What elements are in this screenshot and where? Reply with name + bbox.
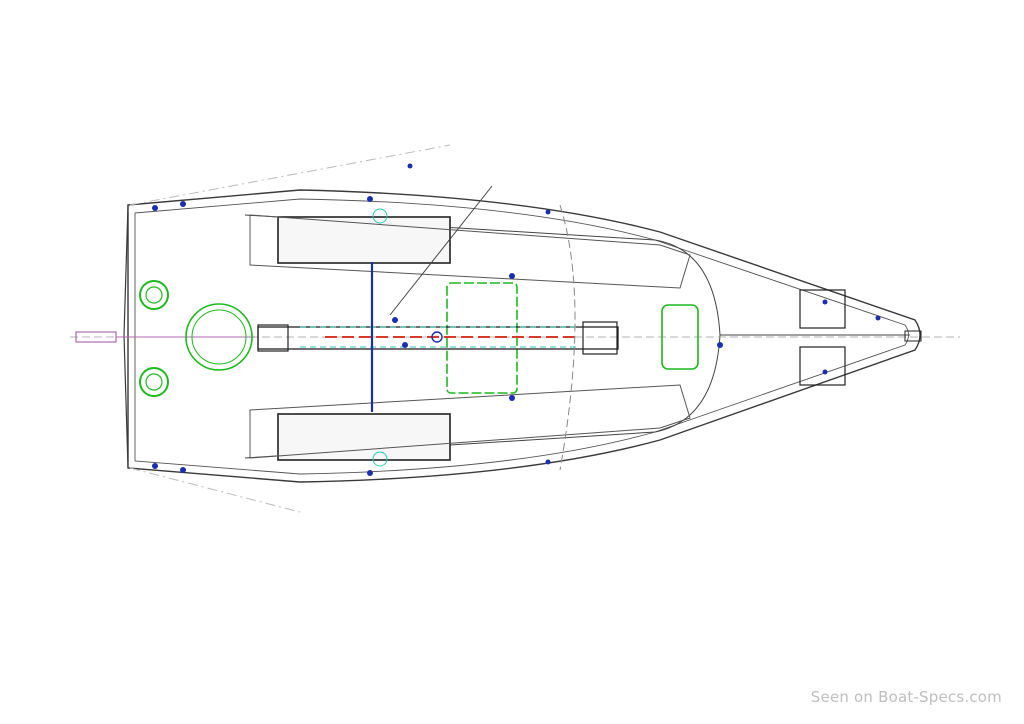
fitting-dot <box>180 201 186 207</box>
fitting-dot <box>402 342 408 348</box>
starboard-anchor-locker <box>799 346 846 386</box>
watermark: Seen on Boat-Specs.com <box>810 688 1002 706</box>
fitting-dot <box>152 205 158 211</box>
boom-line <box>389 185 493 316</box>
port-transom-hatch <box>139 280 169 310</box>
jib-sheet-line-port <box>129 144 451 206</box>
starboard-seat <box>277 413 451 461</box>
helm-area-inner-circle <box>191 309 247 365</box>
port-anchor-locker <box>799 289 846 329</box>
mast-step <box>431 331 443 343</box>
arc-port <box>559 204 576 471</box>
bow-fitting <box>904 330 922 342</box>
hull-outline <box>127 189 921 483</box>
fitting-dot <box>367 196 373 202</box>
starboard-coaming <box>249 384 691 459</box>
fitting-dot <box>509 273 515 279</box>
console-fwd-end <box>582 321 618 355</box>
fitting-dot <box>875 315 881 321</box>
fitting-dot <box>545 459 551 465</box>
port-coaming <box>249 214 691 289</box>
starboard-transom-hatch <box>139 367 169 397</box>
fitting-dot <box>180 467 186 473</box>
reference-ring-starboard <box>372 451 388 467</box>
fitting-dot <box>717 342 723 348</box>
deck-edge-inner <box>134 198 909 475</box>
fore-hatch <box>661 304 699 370</box>
fitting-dot <box>152 463 158 469</box>
fitting-dot <box>545 209 551 215</box>
transom <box>123 204 129 469</box>
fitting-dot <box>822 299 828 305</box>
reference-ring-port <box>372 208 388 224</box>
fitting-dot <box>822 369 828 375</box>
port-seat <box>277 216 451 264</box>
starboard-transom-hatch-inner <box>145 373 163 391</box>
fitting-dot <box>509 395 515 401</box>
console-aft-end <box>257 324 289 352</box>
port-transom-hatch-inner <box>145 286 163 304</box>
fitting-dot <box>407 163 413 169</box>
helm-area-circle <box>185 303 253 371</box>
fitting-dot <box>367 470 373 476</box>
fitting-dot <box>392 317 398 323</box>
jib-sheet-line-starboard <box>129 467 301 513</box>
deck-fittings <box>152 163 881 476</box>
